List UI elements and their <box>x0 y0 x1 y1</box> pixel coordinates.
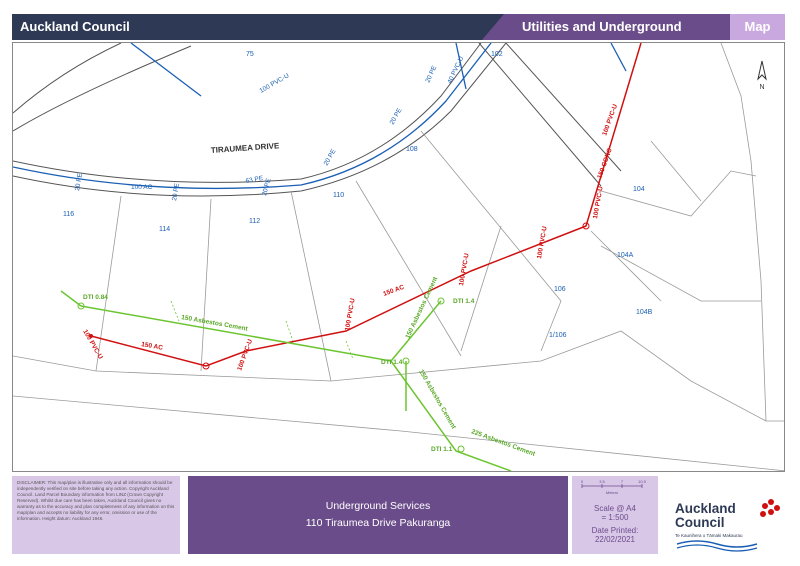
north-arrow: N <box>757 60 767 91</box>
pohutukawa-icon <box>676 499 780 552</box>
parcel-label: 114 <box>159 226 170 233</box>
road-edges <box>13 43 622 197</box>
water-label: 20 PE <box>261 177 273 197</box>
parcel-lines <box>13 43 784 471</box>
parcel-label: 104B <box>636 309 653 316</box>
stormwater-mains <box>60 290 512 471</box>
map-view[interactable]: N TIRAUMEA DRIVE 75 102 108 110 112 114 … <box>12 42 785 472</box>
water-label: 20 PE <box>389 107 404 126</box>
road-name: TIRAUMEA DRIVE <box>211 141 281 155</box>
manhole-icon <box>89 334 93 338</box>
scale-value: = 1:500 <box>601 513 629 522</box>
wastewater-label: 100 PVC-U <box>458 252 471 286</box>
north-label: N <box>759 84 764 91</box>
water-label: 100 AC <box>131 184 153 191</box>
dti-label: DTI 0.84 <box>83 294 108 301</box>
water-label: 63 PE <box>245 175 264 185</box>
scale-label: Scale @ A4 <box>594 504 636 513</box>
wastewater-label: 100 PVC-U <box>536 225 549 259</box>
manhole-icon <box>582 222 590 230</box>
inspection-point-icon <box>402 357 410 365</box>
wastewater-label: 100 PVC-U <box>236 338 254 372</box>
logo-subtitle: Te Kaunihera o Tāmaki Makaurau <box>675 533 743 538</box>
parcel-label: 112 <box>249 218 260 225</box>
tab-map[interactable]: Map <box>730 14 785 40</box>
inspection-point-icon <box>457 445 465 453</box>
manhole-icon <box>202 362 210 370</box>
parcel-label: 75 <box>246 51 254 58</box>
wastewater-label: 150 CONC <box>596 147 614 180</box>
scale-box: 0 3.5 7 10.5 Meters Scale @ A4 = 1:500 D… <box>572 476 658 554</box>
parcel-label: 104A <box>617 252 634 259</box>
parcel-label: 110 <box>333 192 344 199</box>
dti-label: DTI 1.1 <box>431 446 453 453</box>
water-label: 100 PVC-U <box>259 72 291 95</box>
stormwater-label: 150 Asbestos Cement <box>417 369 457 432</box>
dti-label: DTI 1.4 <box>381 359 403 366</box>
water-label: 20 PE <box>74 172 84 191</box>
date-value: 22/02/2021 <box>594 535 636 544</box>
water-label: 20 PE <box>424 64 438 84</box>
inspection-point-icon <box>437 297 445 305</box>
parcel-label: 104 <box>633 186 645 193</box>
date-label: Date Printed: <box>591 526 639 535</box>
scale-tick: 7 <box>621 479 624 484</box>
wastewater-mains <box>90 43 642 367</box>
plan-title: Underground Services <box>325 500 431 512</box>
footer: DISCLAIMER: This map/plan is illustrativ… <box>12 476 785 554</box>
wastewater-label: 100 PVC-U <box>81 329 104 361</box>
water-mains <box>13 43 627 190</box>
parcel-label: 1/106 <box>549 332 567 339</box>
scale-units: Meters <box>606 490 618 495</box>
parcel-label: 106 <box>554 286 566 293</box>
plan-title-box: Underground Services 110 Tiraumea Drive … <box>188 476 568 554</box>
header-bar: Auckland Council Utilities and Undergrou… <box>12 14 785 40</box>
wastewater-label: 150 AC <box>382 284 405 298</box>
scale-tick: 3.5 <box>599 479 605 484</box>
stormwater-label: 150 Asbestos Cement <box>404 275 439 340</box>
scale-tick: 0 <box>581 479 584 484</box>
section-title: Utilities and Underground Services <box>482 14 732 40</box>
wastewater-label: 150 AC <box>141 341 164 352</box>
wastewater-label: 100 PVC-U <box>592 185 605 219</box>
parcel-label: 116 <box>63 211 74 218</box>
logo-line2: Council <box>675 515 725 530</box>
scale-tick: 10.5 <box>638 479 647 484</box>
stormwater-label: 225 Asbestos Cement <box>470 428 536 458</box>
parcel-label: 108 <box>406 146 418 153</box>
dti-label: DTI 1.4 <box>453 298 475 305</box>
logo-line1: Auckland <box>675 501 736 516</box>
inspection-point-icon <box>77 302 85 310</box>
water-label: 20 PE <box>171 182 181 201</box>
water-label: 20 PE <box>323 148 338 167</box>
parcel-label: 102 <box>491 51 503 58</box>
wastewater-label: 100 PVC-U <box>601 103 619 137</box>
plan-address: 110 Tiraumea Drive Pakuranga <box>305 517 451 529</box>
org-title: Auckland Council <box>12 14 532 40</box>
disclaimer: DISCLAIMER: This map/plan is illustrativ… <box>12 476 180 554</box>
